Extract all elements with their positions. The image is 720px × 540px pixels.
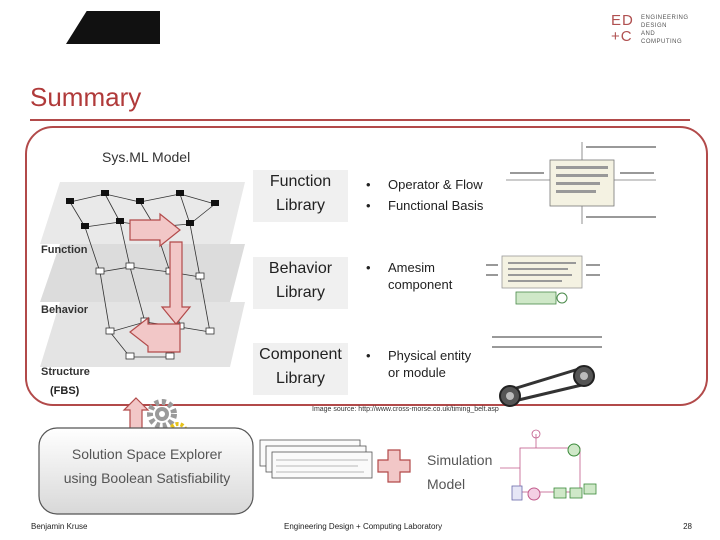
behavior-library-box: Behavior Library [253, 257, 348, 309]
behavior-library-title: Behavior Library [268, 260, 333, 301]
behavior-plane [40, 244, 245, 302]
amesim-component-thumbnail [486, 255, 600, 305]
simulation-schematic-thumbnail [500, 429, 597, 501]
summary-frame [25, 126, 708, 406]
page-number: 28 [683, 522, 692, 531]
fbs-label: (FBS) [50, 385, 80, 397]
function-library-title: Function Library [269, 173, 332, 214]
behavior-down-arrow [160, 241, 192, 325]
result-windows-stack [259, 439, 373, 479]
component-bullet-1: •Physical entity or module [366, 348, 472, 380]
component-library-title: Component Library [259, 346, 342, 387]
gear-icon [147, 399, 177, 429]
solution-space-explorer-box [38, 427, 254, 515]
timing-belt-thumbnail [492, 336, 602, 407]
solution-space-explorer-label: Solution Space Explorer using Boolean Sa… [63, 446, 231, 486]
fbs-layer-diagram [40, 182, 245, 367]
edc-logo-words: ENGINEERING DESIGN AND COMPUTING [641, 15, 689, 45]
layer-label-structure: Structure [41, 366, 90, 378]
image-source-caption: Image source: http://www.cross-morse.co.… [312, 406, 499, 413]
behavior-bullet-1: •Amesim component [366, 260, 453, 292]
plus-icon [377, 449, 411, 483]
function-bullet-2: •Functional Basis [366, 198, 484, 213]
edc-logo-letters: ED +C [611, 12, 634, 45]
layer-label-behavior: Behavior [41, 304, 89, 316]
page-title: Summary [30, 82, 142, 112]
function-behavior-arrow [129, 212, 181, 248]
university-logo [66, 11, 160, 44]
layer-label-function: Function [41, 244, 88, 256]
edc-logo: ED +C ENGINEERING DESIGN AND COMPUTING [611, 12, 688, 47]
component-library-box: Component Library [253, 343, 348, 395]
simulation-model-label: Simulation Model [427, 452, 493, 492]
function-library-box: Function Library [253, 170, 348, 222]
footer-author: Benjamin Kruse [31, 522, 88, 531]
sysml-model-label: Sys.ML Model [102, 149, 191, 165]
sysml-block-diagram-thumbnail [506, 142, 656, 224]
function-bullet-1: •Operator & Flow [366, 177, 483, 192]
title-divider [30, 119, 690, 121]
footer-lab: Engineering Design + Computing Laborator… [284, 522, 443, 531]
structure-arrow [129, 316, 181, 353]
